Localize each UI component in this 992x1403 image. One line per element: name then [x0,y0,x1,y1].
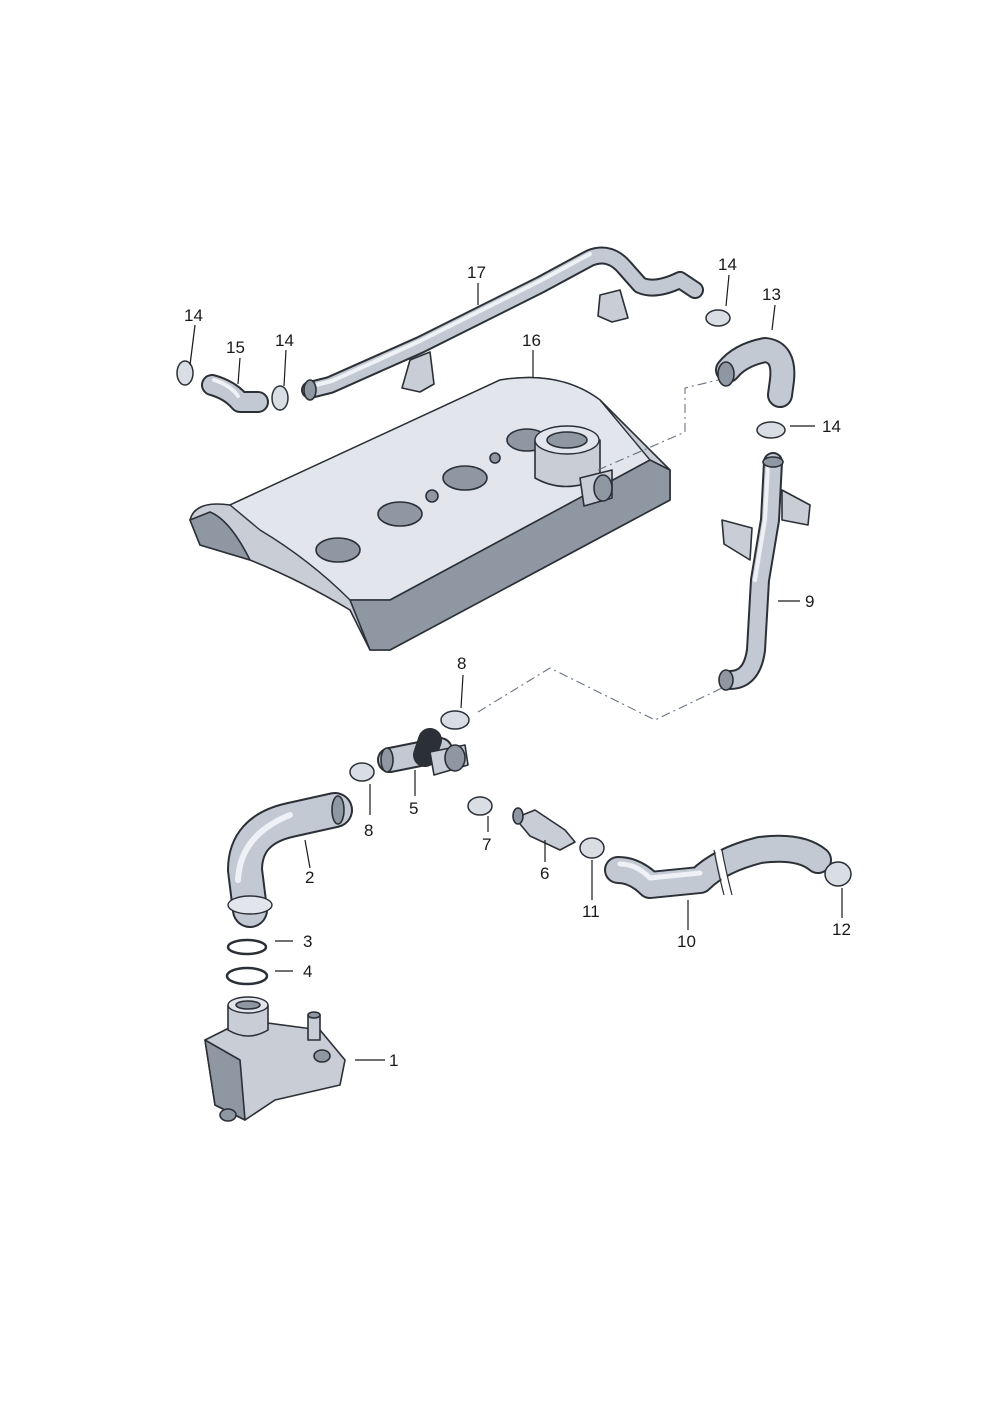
relation-line-upper [597,379,719,471]
hose-bend [227,792,353,928]
callout-2: 2 [305,868,314,887]
callout-3: 3 [303,932,312,951]
small-hose [201,374,269,413]
leader-lines [189,274,843,1061]
cylinder-head-cover [189,376,671,651]
callout-4: 4 [303,962,312,981]
seal-ring [226,938,268,956]
connecting-pipe [718,452,811,691]
callout-9: 9 [805,592,814,611]
callout-17: 17 [467,263,486,282]
non-return-valve [512,807,576,851]
hose-clamp [467,796,493,816]
circlip [225,966,269,986]
callout-5: 5 [409,799,418,818]
callout-6: 6 [540,864,549,883]
elbow-connector [705,309,796,439]
callout-14-top: 14 [718,255,737,274]
callout-1: 1 [389,1051,398,1070]
t-piece [377,728,469,776]
callout-14-left: 14 [184,306,203,325]
hose-clamp-left [176,360,289,411]
callout-14-mid: 14 [275,331,294,350]
callout-10: 10 [677,932,696,951]
callout-8-upper: 8 [457,654,466,673]
breather-pipe [301,246,704,401]
relation-line-lower [477,667,723,721]
callout-11: 11 [582,902,600,921]
hose-clamp [440,710,470,730]
callout-labels: 1 2 3 4 5 6 7 8 8 9 10 11 12 13 14 14 14… [184,255,851,1070]
callout-15: 15 [226,338,245,357]
long-hose [604,834,832,899]
callout-12: 12 [832,920,851,939]
callout-7: 7 [482,835,491,854]
valve-housing [204,996,346,1122]
hose-clamp [824,861,852,887]
callout-14-right: 14 [822,417,841,436]
callout-16: 16 [522,331,541,350]
hose-clamp [349,762,375,782]
hose-clamp [579,837,605,859]
callout-13: 13 [762,285,781,304]
callout-8-lower: 8 [364,821,373,840]
